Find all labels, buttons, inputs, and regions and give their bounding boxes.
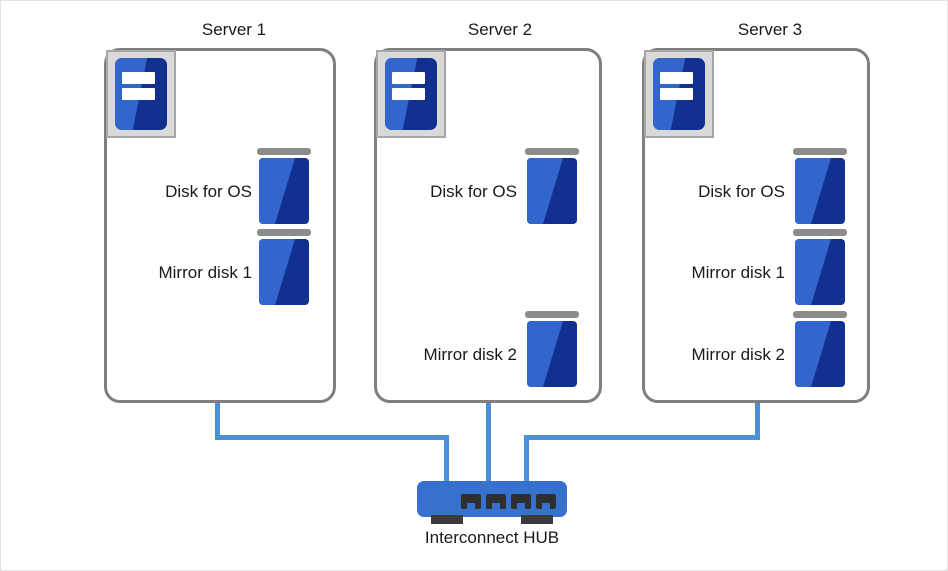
server-icon-bar-top (122, 72, 155, 85)
disk-body-icon (795, 239, 845, 305)
interconnect-hub[interactable] (417, 481, 567, 526)
server-title-2: Server 2 (467, 20, 533, 39)
link-server3-vertical (755, 403, 760, 438)
link-server3-horizontal (524, 435, 760, 440)
server-icon-body (385, 58, 437, 130)
link-server3-drop (524, 435, 529, 483)
disk-label: Mirror disk 2 (423, 345, 517, 364)
server-icon (644, 50, 714, 138)
hub-port (536, 494, 556, 509)
disk-label: Mirror disk 1 (158, 263, 252, 282)
hub-port (486, 494, 506, 509)
disk-cap-icon (525, 311, 579, 318)
hub-label: Interconnect HUB (424, 528, 560, 547)
disk-body-icon (795, 321, 845, 387)
link-server2-vertical (486, 403, 491, 483)
server-box-3[interactable]: Disk for OS Mirror disk 1 Mirror disk 2 (642, 48, 870, 403)
disk-body-icon (259, 158, 309, 224)
server-icon-body (115, 58, 167, 130)
server-box-2[interactable]: Disk for OS Mirror disk 2 (374, 48, 602, 403)
link-server1-vertical (215, 403, 220, 438)
hub-foot (431, 515, 463, 524)
disk-cap-icon (257, 148, 311, 155)
link-server1-horizontal (215, 435, 449, 440)
server-title-1: Server 1 (201, 20, 267, 39)
hub-foot (521, 515, 553, 524)
disk-label: Mirror disk 2 (691, 345, 785, 364)
hub-port (511, 494, 531, 509)
disk-cap-icon (793, 229, 847, 236)
server-icon-body (653, 58, 705, 130)
disk-label: Disk for OS (165, 182, 252, 201)
server-icon-bar-top (392, 72, 425, 85)
disk-cap-icon (793, 311, 847, 318)
disk-body-icon (795, 158, 845, 224)
disk-label: Mirror disk 1 (691, 263, 785, 282)
server-icon (376, 50, 446, 138)
server-icon-bar-bottom (660, 87, 693, 100)
disk-body-icon (259, 239, 309, 305)
server-icon (106, 50, 176, 138)
server-icon-bar-bottom (122, 87, 155, 100)
disk-label: Disk for OS (430, 182, 517, 201)
link-server1-drop (444, 435, 449, 483)
server-icon-bar-top (660, 72, 693, 85)
disk-cap-icon (257, 229, 311, 236)
server-title-3: Server 3 (737, 20, 803, 39)
server-icon-bar-bottom (392, 87, 425, 100)
hub-port (461, 494, 481, 509)
server-box-1[interactable]: Disk for OS Mirror disk 1 (104, 48, 336, 403)
disk-cap-icon (793, 148, 847, 155)
disk-body-icon (527, 321, 577, 387)
disk-body-icon (527, 158, 577, 224)
disk-label: Disk for OS (698, 182, 785, 201)
disk-cap-icon (525, 148, 579, 155)
